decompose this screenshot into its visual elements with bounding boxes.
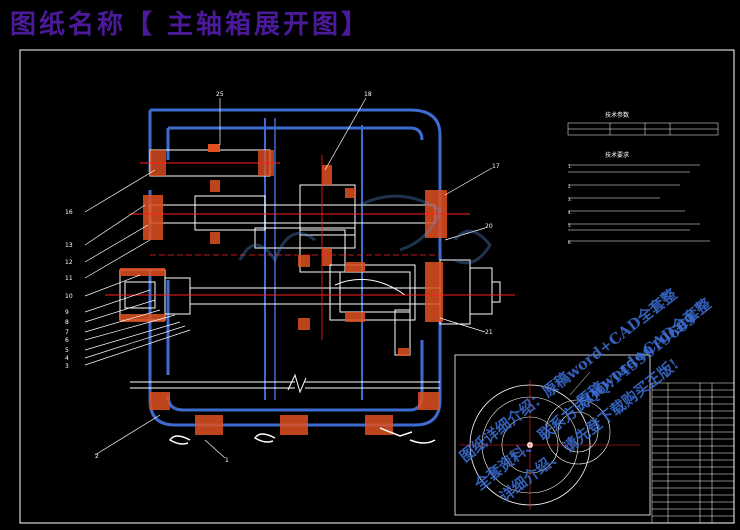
tech-item-3: 3. [568, 197, 572, 202]
callout-left-9: 5 [65, 347, 69, 354]
callout-left-2: 12 [65, 259, 73, 266]
callout-bottom2: 1 [225, 457, 229, 464]
tech-item-2: 2. [568, 184, 572, 189]
tech-notes [567, 122, 719, 242]
tech-item-6: 6. [568, 240, 572, 245]
mount-hooks [168, 427, 436, 445]
base-lines [130, 373, 440, 394]
callout-left-5: 9 [65, 309, 69, 316]
callout-top2: 18 [364, 91, 372, 98]
lower-hatch [120, 255, 443, 356]
drawing-frame [19, 49, 735, 524]
top-shaft [140, 144, 280, 177]
leader-lines [84, 97, 493, 459]
callout-left-8: 6 [65, 337, 69, 344]
tech-req-title: 技术要求 [605, 151, 629, 159]
logo-watermark [238, 194, 492, 265]
tech-item-1: 1. [568, 164, 572, 169]
tech-item-4: 4. [568, 210, 572, 215]
callout-left-7: 7 [65, 329, 69, 336]
tech-item-5: 5. [568, 223, 572, 228]
callout-left-4: 10 [65, 293, 73, 300]
callout-left-3: 11 [65, 275, 73, 282]
callout-left-10: 4 [65, 355, 69, 362]
callout-bottom1: 2 [95, 453, 99, 460]
base-hatch [150, 392, 440, 435]
main-shaft [149, 184, 436, 273]
callout-left-1: 13 [65, 242, 73, 249]
callout-top1: 25 [216, 91, 224, 98]
callout-left-0: 16 [65, 209, 73, 216]
callout-right2: 20 [485, 223, 493, 230]
parts-list [651, 382, 735, 524]
tech-table-title: 技术参数 [605, 111, 629, 119]
callout-right3: 21 [485, 329, 493, 336]
drawing-title: 图纸名称【 主轴箱展开图】 [10, 10, 371, 40]
callout-left-11: 3 [65, 363, 69, 370]
callout-left-6: 8 [65, 319, 69, 326]
callouts: 25 18 17 20 21 16 13 12 11 10 9 8 7 6 5 … [65, 91, 629, 464]
section-view [454, 354, 651, 516]
housing-outline [148, 108, 442, 427]
callout-right1: 17 [492, 163, 500, 170]
